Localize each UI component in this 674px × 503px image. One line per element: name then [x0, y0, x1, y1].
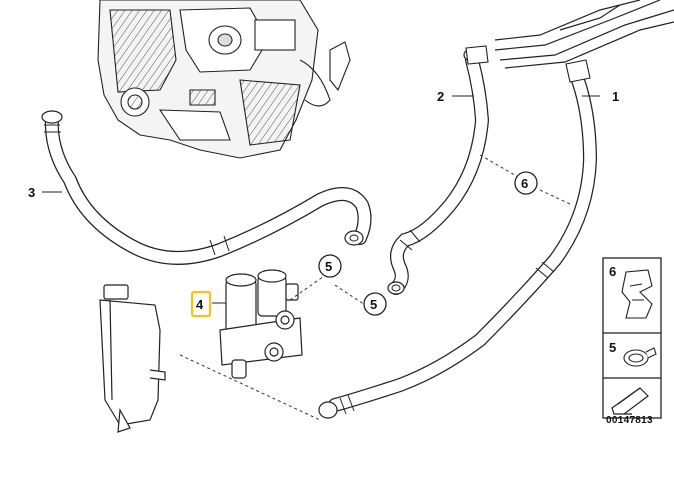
- callout-4-highlight: 4: [190, 290, 212, 318]
- callout-1: 1: [612, 89, 619, 104]
- hose-1: [318, 59, 598, 419]
- callout-3: 3: [28, 185, 35, 200]
- drawing-number: 00147813: [606, 415, 653, 426]
- auxiliary-water-pump: [219, 269, 303, 379]
- callout-5-upper: 5: [318, 254, 342, 278]
- hose-3: [41, 110, 372, 265]
- hose-clip-icon: [621, 269, 653, 319]
- callout-2: 2: [437, 89, 444, 104]
- hose-clamp-icon: [623, 347, 657, 367]
- legend-label-6: 6: [609, 264, 616, 279]
- callout-5-lower: 5: [363, 292, 387, 316]
- expansion-tank: [99, 284, 166, 433]
- engine-block: [97, 0, 351, 159]
- legend-label-5: 5: [609, 340, 616, 355]
- callout-leaders: [42, 95, 600, 304]
- hose-2: [387, 45, 490, 295]
- arrow-icon: [611, 387, 649, 415]
- callout-4: 4: [196, 297, 204, 312]
- callout-5-upper-label: 5: [325, 259, 332, 274]
- callout-6: 6: [514, 171, 538, 195]
- legend-panel: 6 5: [602, 257, 662, 419]
- leader-lines: [179, 154, 573, 421]
- callout-6-label: 6: [521, 176, 528, 191]
- upper-pipes: [494, 0, 674, 69]
- callout-5-lower-label: 5: [370, 297, 377, 312]
